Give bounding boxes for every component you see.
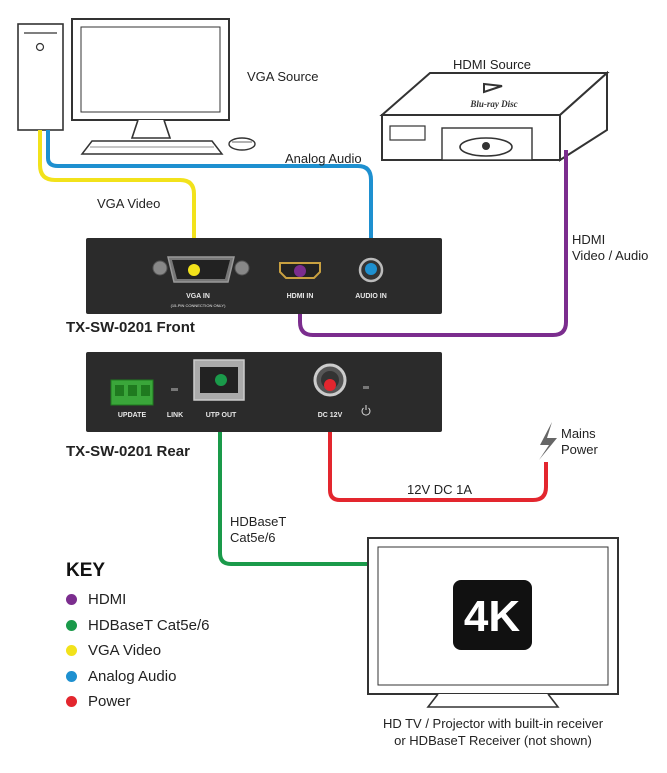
- hdmi-cable-label-line1: HDMI: [572, 232, 606, 247]
- key-label-power: Power: [88, 693, 131, 710]
- key-item-audio: Analog Audio: [66, 668, 176, 685]
- vga-in-label: VGA IN: [186, 293, 210, 300]
- power-symbol-icon: [361, 405, 371, 416]
- vga-video-cable-label: VGA Video: [97, 196, 161, 211]
- audio-cable: [46, 130, 373, 268]
- rear-panel-title: TX-SW-0201 Rear: [66, 443, 190, 460]
- key-dot-audio: [66, 671, 77, 682]
- key-dot-hdmi: [66, 594, 77, 605]
- dc-12v-label: DC 12V: [317, 412, 343, 419]
- 4k-badge-text: 4K: [464, 592, 520, 641]
- vga-in-note: (15-PIN CONNECTION ONLY): [170, 303, 226, 308]
- update-label: UPDATE: [117, 412, 147, 419]
- tv-icon: [367, 537, 619, 708]
- hdmi-cable-label-line2: Video / Audio: [572, 248, 649, 263]
- key-item-hdbaset: HDBaseT Cat5e/6: [66, 617, 209, 634]
- dc-plug-dot: [324, 379, 336, 391]
- 4k-badge-icon: [453, 580, 532, 650]
- key-item-hdmi: HDMI: [66, 591, 126, 608]
- utp-out-label: UTP OUT: [205, 412, 237, 419]
- analog-audio-cable-label: Analog Audio: [285, 151, 362, 166]
- hdbaset-cable: [218, 380, 368, 566]
- vga-plug-dot: [188, 264, 200, 276]
- key-label-hdbaset: HDBaseT Cat5e/6: [88, 617, 210, 634]
- hdbaset-cable-label-line1: HDBaseT: [230, 514, 287, 529]
- power-led: [363, 386, 369, 389]
- mains-label-line2: Power: [561, 442, 598, 457]
- hdmi-source-label: HDMI Source: [453, 57, 532, 72]
- hdmi-plug-dot: [294, 265, 306, 277]
- hdmi-in-label: HDMI IN: [286, 293, 314, 300]
- hdmi-cable: [298, 150, 568, 337]
- link-label: LINK: [166, 412, 184, 419]
- key-item-vga: VGA Video: [66, 642, 161, 659]
- key-label-hdmi: HDMI: [88, 591, 127, 608]
- hdbaset-cable-label-line2: Cat5e/6: [230, 530, 276, 545]
- key-item-power: Power: [66, 693, 131, 710]
- monitor-icon: [71, 18, 230, 139]
- key-title: KEY: [66, 560, 106, 581]
- rear-panel: [86, 352, 442, 432]
- front-panel-title: TX-SW-0201 Front: [66, 319, 195, 336]
- front-panel: [86, 238, 442, 314]
- bluray-player-icon: [379, 70, 610, 162]
- power-cable: [328, 392, 548, 502]
- update-terminal: [110, 379, 154, 406]
- key-dot-hdbaset: [66, 620, 77, 631]
- bluray-logo: Blu-ray Disc: [469, 99, 517, 109]
- display-label-line1: HD TV / Projector with built-in receiver: [382, 716, 604, 731]
- pc-tower-icon: [17, 23, 64, 131]
- vga-source-label: VGA Source: [247, 69, 319, 84]
- display-label-line2: or HDBaseT Receiver (not shown): [394, 733, 592, 748]
- link-led: [171, 388, 178, 391]
- key-label-audio: Analog Audio: [88, 668, 177, 685]
- mouse-icon: [228, 137, 256, 151]
- key-label-vga: VGA Video: [88, 642, 162, 659]
- bluray-logo-icon: [483, 82, 503, 94]
- dc-power-cable-label: 12V DC 1A: [407, 482, 473, 497]
- key-dot-vga: [66, 645, 77, 656]
- audio-in-label: AUDIO IN: [355, 293, 387, 300]
- mains-label-line1: Mains: [561, 426, 596, 441]
- utp-plug-dot: [215, 374, 227, 386]
- audio-plug-dot: [365, 263, 377, 275]
- vga-cable: [38, 130, 196, 270]
- keyboard-icon: [80, 140, 224, 155]
- key-dot-power: [66, 696, 77, 707]
- vga-port: [152, 256, 250, 283]
- lightning-icon: [539, 422, 557, 460]
